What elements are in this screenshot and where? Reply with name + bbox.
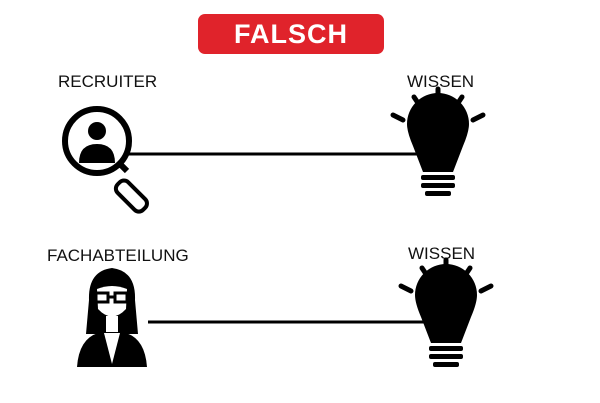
woman-with-glasses-icon	[77, 268, 147, 367]
magnifier-person-icon	[62, 106, 149, 214]
actor-label-fachabteilung: FACHABTEILUNG	[47, 246, 189, 265]
actor-label-recruiter: RECRUITER	[58, 72, 158, 91]
verdict-badge: FALSCH	[198, 14, 384, 54]
target-label-wissen-1: WISSEN	[407, 72, 475, 91]
lightbulb-icon	[398, 257, 494, 367]
lightbulb-icon	[390, 86, 486, 196]
target-label-wissen-2: WISSEN	[408, 244, 476, 263]
